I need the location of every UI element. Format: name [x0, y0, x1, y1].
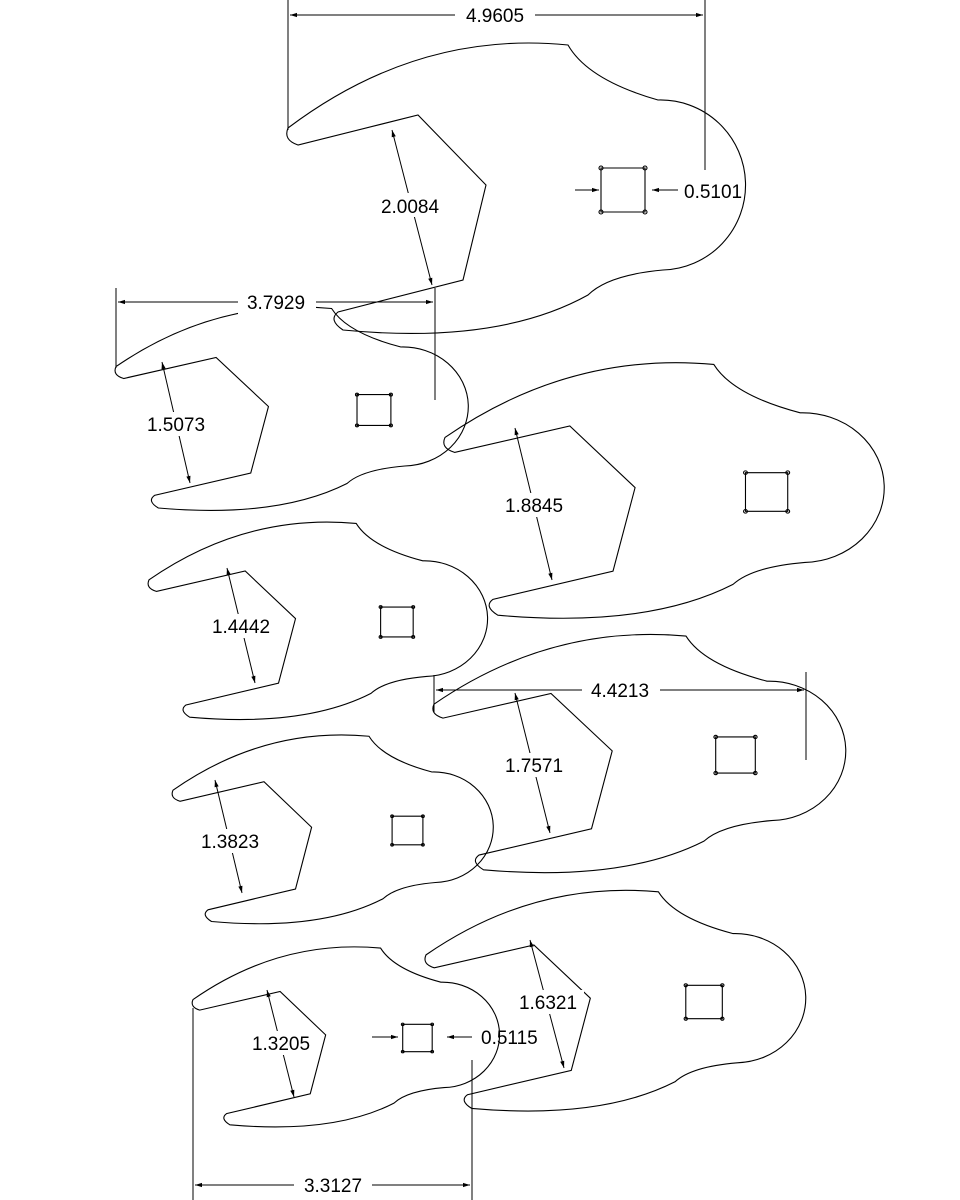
dimension-opening-5: 1.7571 — [498, 692, 570, 834]
dimension-second-width: 3.7929 — [115, 288, 436, 400]
dimension-opening-4: 1.4442 — [205, 567, 277, 684]
dimension-opening-2: 1.5073 — [140, 361, 212, 484]
dimension-label: 3.7929 — [247, 293, 305, 314]
dimension-label: 2.0084 — [381, 197, 440, 218]
dimension-opening-6: 1.3823 — [194, 779, 266, 894]
wrench-1 — [286, 42, 747, 335]
dimension-label: 1.4442 — [212, 617, 270, 638]
dimension-opening-8: 1.3205 — [245, 989, 317, 1098]
wrench-7 — [424, 889, 807, 1112]
dimension-label: 4.4213 — [591, 681, 649, 702]
dimension-label: 1.7571 — [505, 756, 563, 777]
dimension-fifth-width: 4.4213 — [433, 672, 807, 760]
dimension-label: 3.3127 — [304, 1176, 362, 1197]
wrench-5 — [432, 633, 847, 874]
dimension-bottom-width: 3.3127 — [192, 1008, 473, 1200]
dimension-opening-7: 1.6321 — [512, 939, 584, 1069]
dimension-label: 0.5115 — [481, 1028, 538, 1049]
dimension-label: 1.8845 — [505, 496, 563, 517]
dimension-label: 1.3823 — [201, 832, 259, 853]
dimension-top-width: 4.9605 — [287, 0, 706, 170]
dimension-label: 1.6321 — [519, 993, 577, 1014]
dimension-label: 4.9605 — [466, 6, 524, 27]
dimension-label: 1.5073 — [147, 415, 205, 436]
dimension-opening-3: 1.8845 — [498, 427, 570, 581]
dimension-label: 0.5101 — [684, 182, 742, 203]
dimension-label: 1.3205 — [252, 1034, 310, 1055]
wrench-2 — [114, 306, 469, 511]
dimension-bottom-square: 0.5115 — [372, 1028, 538, 1049]
wrench-3 — [443, 362, 885, 619]
dimension-opening-1: 2.0084 — [372, 129, 447, 286]
dimension-top-square: 0.5101 — [575, 182, 742, 203]
